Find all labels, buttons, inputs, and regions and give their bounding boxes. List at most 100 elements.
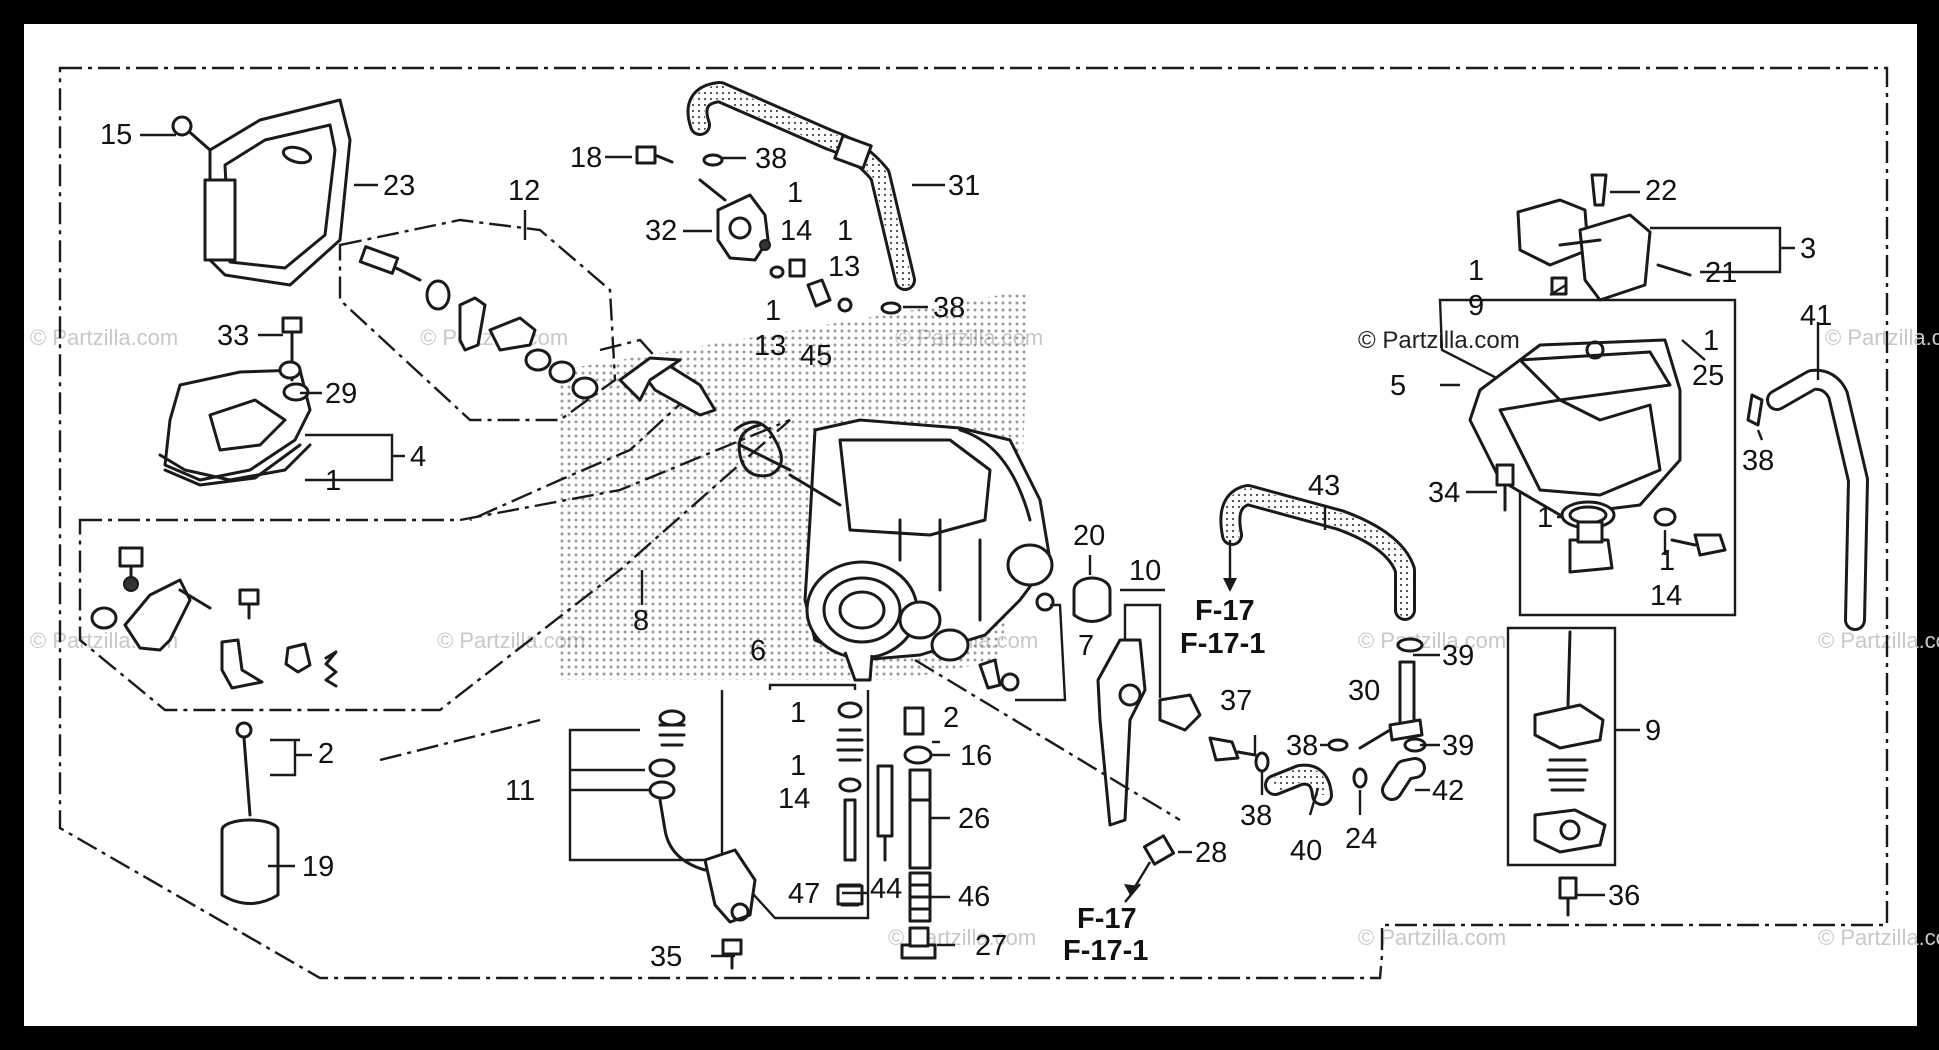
carburetor-body <box>788 418 1054 682</box>
label-1: 1 <box>1703 325 1719 357</box>
label-38: 38 <box>1286 730 1318 762</box>
label-26: 26 <box>958 803 990 835</box>
label-1: 1 <box>837 215 853 247</box>
part-11-linkage <box>648 709 757 924</box>
group-7-bracket <box>1015 603 1067 702</box>
part-30-fitting <box>1358 660 1424 750</box>
ref-lower-f17: F-17 <box>1077 903 1137 935</box>
label-24: 24 <box>1345 823 1377 855</box>
label-28: 28 <box>1195 837 1227 869</box>
part-46-main-jet <box>908 871 932 923</box>
label-33: 33 <box>217 320 249 352</box>
part-47-needle <box>836 884 864 906</box>
label-20: 20 <box>1073 520 1105 552</box>
label-34: 34 <box>1428 477 1460 509</box>
part-8-linkage <box>90 546 338 690</box>
label-14: 14 <box>778 783 810 815</box>
label-11: 11 <box>505 775 535 807</box>
part-12-valve-set <box>358 245 599 400</box>
label-3: 3 <box>1800 233 1816 265</box>
assembly-boundary <box>58 66 1889 980</box>
group-6-outline <box>720 690 870 920</box>
watermark-partzilla: © Partzilla.com <box>1358 327 1520 354</box>
label-41: 41 <box>1800 300 1832 332</box>
ref-lower-f17-1: F-17-1 <box>1063 935 1148 967</box>
group-8-upper <box>469 338 692 522</box>
label-38: 38 <box>1742 445 1774 477</box>
label-27: 27 <box>975 930 1007 962</box>
watermark: © Partzilla.com <box>1818 925 1939 950</box>
label-37: 37 <box>1220 685 1252 717</box>
part-14-13-orings <box>769 258 853 313</box>
label-6: 6 <box>750 635 766 667</box>
part-38-39-clips <box>1254 637 1427 789</box>
watermark: © Partzilla.com <box>30 325 178 350</box>
part-15-screw <box>171 115 212 152</box>
group-11-bracket <box>568 728 705 862</box>
label-14: 14 <box>1650 580 1682 612</box>
watermark: © Partzilla.com <box>1358 628 1506 653</box>
part-2-jet <box>903 706 925 736</box>
part-3-float <box>1516 198 1652 302</box>
part-35-screw <box>721 938 743 970</box>
group-5-outline <box>1438 298 1737 617</box>
figure-references: F-17 F-17-1 F-17 F-17-1 <box>1063 595 1265 967</box>
label-47: 47 <box>788 878 820 910</box>
label-9: 9 <box>1468 290 1484 322</box>
group-8-outline <box>78 418 791 712</box>
part-37-screw <box>1208 736 1257 762</box>
label-13: 13 <box>828 251 860 283</box>
label-46: 46 <box>958 881 990 913</box>
label-15: 15 <box>100 119 132 151</box>
part-43-hose <box>1219 484 1416 621</box>
part-throttle-shaft <box>618 356 792 478</box>
label-39: 39 <box>1442 640 1474 672</box>
label-1: 1 <box>765 295 781 327</box>
label-31: 31 <box>948 170 980 202</box>
watermark: © Partzilla.com <box>1358 925 1506 950</box>
ref-upper-f17: F-17 <box>1195 595 1255 627</box>
label-7: 7 <box>1078 630 1094 662</box>
ref-upper-f17-1: F-17-1 <box>1180 628 1265 660</box>
part-number-labels: 15 23 12 18 38 31 1 32 14 1 13 38 1 13 4… <box>100 119 1832 973</box>
label-40: 40 <box>1290 835 1322 867</box>
label-30: 30 <box>1348 675 1380 707</box>
leader-lines <box>140 133 1820 958</box>
label-1: 1 <box>325 465 341 497</box>
centre-line <box>914 658 1181 822</box>
label-22: 22 <box>1645 175 1677 207</box>
watermark: © Partzilla.com <box>1818 628 1939 653</box>
label-25: 25 <box>1692 360 1724 392</box>
label-45: 45 <box>800 340 832 372</box>
label-1: 1 <box>787 177 803 209</box>
label-32: 32 <box>645 215 677 247</box>
group-12-outline <box>338 218 617 422</box>
group-9-outline <box>1506 626 1617 867</box>
part-22-valve <box>1590 173 1608 207</box>
label-36: 36 <box>1608 880 1640 912</box>
part-31-hose <box>686 81 916 291</box>
part-38-clip <box>702 153 902 315</box>
watermark: © Partzilla.com <box>1825 325 1939 350</box>
label-12: 12 <box>508 175 540 207</box>
part-20-cap <box>1072 576 1112 623</box>
part-32-accelerator-pump <box>698 178 771 262</box>
part-2-jet-needle <box>235 721 253 817</box>
part-38-clip-right <box>1746 393 1764 427</box>
label-13: 13 <box>754 330 786 362</box>
label-1: 1 <box>790 750 806 782</box>
label-1: 1 <box>790 697 806 729</box>
label-5: 5 <box>1390 370 1406 402</box>
part-5-float-bowl <box>1468 338 1682 517</box>
label-43: 43 <box>1308 470 1340 502</box>
label-21: 21 <box>1705 257 1737 289</box>
part-9-diaphragm <box>1533 630 1607 854</box>
part-21-pin <box>1656 263 1692 277</box>
label-4: 4 <box>410 441 426 473</box>
label-8: 8 <box>633 605 649 637</box>
part-26-emulsion-tube <box>908 768 932 870</box>
label-38: 38 <box>755 143 787 175</box>
group-6-bracket <box>768 683 857 690</box>
part-23-cover <box>203 98 352 287</box>
